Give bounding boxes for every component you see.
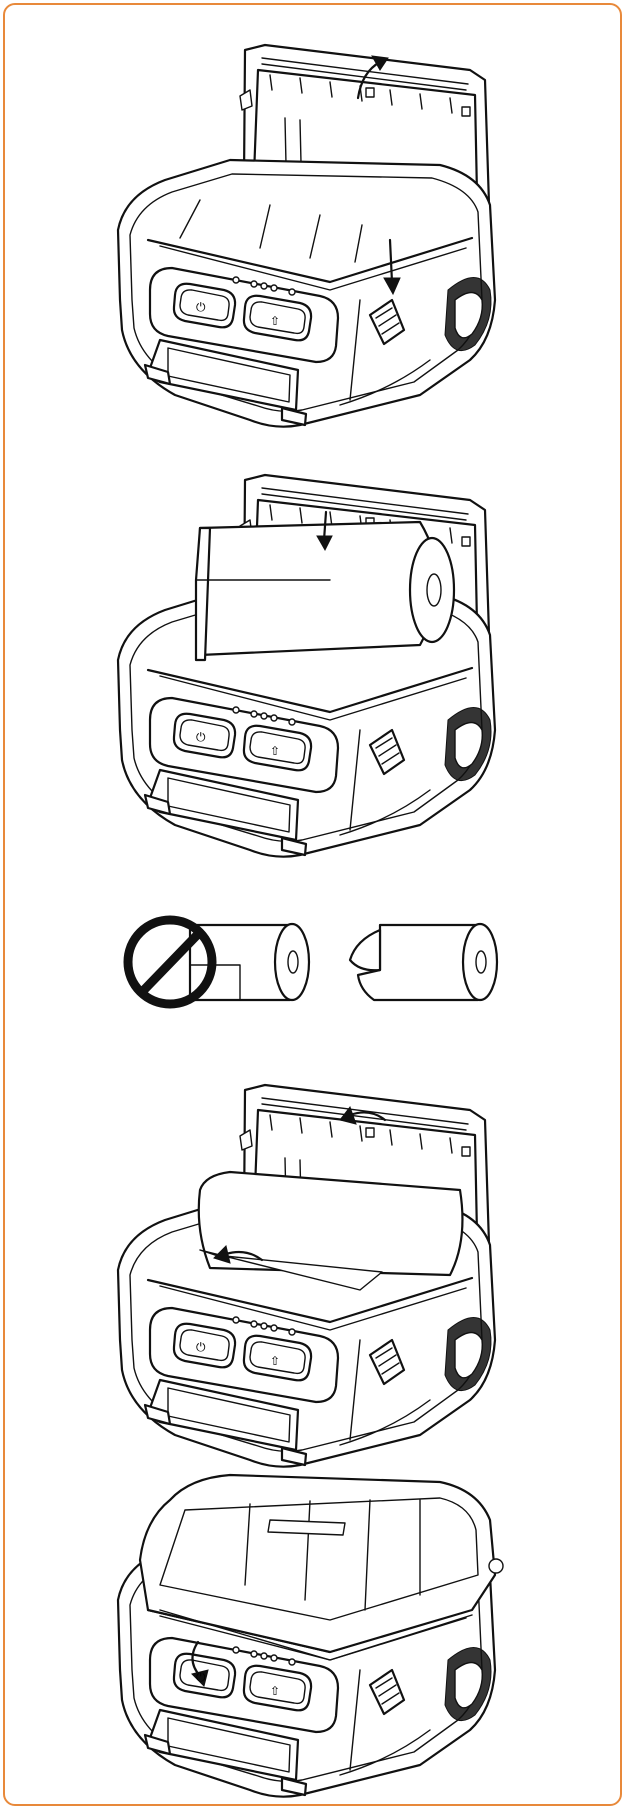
- step-1-open-cover: ⏻ ⇧: [116, 43, 497, 428]
- power-icon: ⏻: [196, 730, 206, 744]
- feed-icon: ⇧: [270, 314, 280, 328]
- release-lever-arrow-icon: [383, 238, 401, 296]
- feed-icon: ⇧: [270, 1684, 280, 1698]
- incorrect-roll-orientation-icon: [123, 915, 311, 1009]
- pull-paper-arrow-icon: [213, 1245, 264, 1264]
- tear-paper-arrow-icon: [191, 1640, 209, 1687]
- power-icon: ⏻: [196, 300, 206, 314]
- paper-roll-loaded: [197, 1170, 464, 1277]
- feed-icon: ⇧: [270, 744, 280, 758]
- paper-end: [199, 1249, 383, 1291]
- step-4-close-cover: ⏻ ⇧: [116, 1083, 497, 1468]
- close-cover-arrow-icon: [339, 1105, 387, 1125]
- insert-roll-arrow-icon: [316, 510, 333, 552]
- power-icon: ⏻: [196, 1670, 206, 1684]
- paper-compartment: [179, 199, 363, 263]
- open-cover-arrow-icon: [356, 55, 389, 100]
- printer-cover-closed: [138, 1473, 504, 1654]
- paper-roll: [194, 520, 456, 662]
- correct-roll-orientation-icon: [348, 922, 499, 1002]
- feed-icon: ⇧: [270, 1354, 280, 1368]
- step-3-roll-orientation: [123, 915, 499, 1009]
- printer-body: [116, 158, 497, 428]
- power-icon: ⏻: [196, 1340, 206, 1354]
- step-2-insert-roll: ⏻ ⇧: [116, 473, 497, 858]
- instruction-frame: [3, 3, 622, 1806]
- paper-exit-slot: [159, 1609, 473, 1661]
- step-5-closed-printer: ⏻ ⇧: [116, 1473, 504, 1798]
